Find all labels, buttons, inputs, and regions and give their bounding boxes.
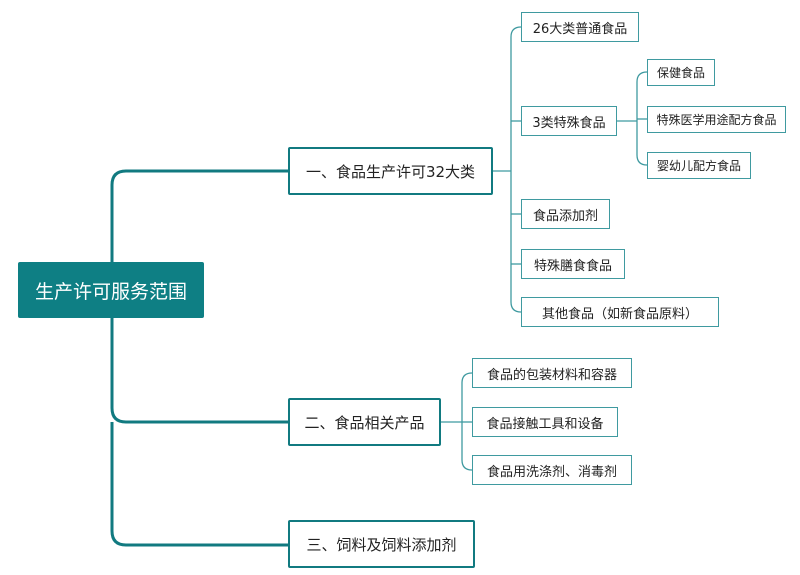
branch-food-production-license: 一、食品生产许可32大类 xyxy=(288,147,493,195)
node-medical-formula-food: 特殊医学用途配方食品 xyxy=(647,106,786,133)
sub-connectors xyxy=(441,26,648,471)
node-infant-formula-food: 婴幼儿配方食品 xyxy=(647,152,751,179)
branch-food-related-products: 二、食品相关产品 xyxy=(288,398,441,446)
node-packaging-materials: 食品的包装材料和容器 xyxy=(472,358,632,388)
main-connectors xyxy=(110,169,288,547)
connector-root-branch-1 xyxy=(110,169,288,262)
connector-root-branch-3 xyxy=(110,422,288,547)
connector-b1-vertical xyxy=(510,26,522,313)
connector-root-branch-2 xyxy=(110,318,288,424)
node-food-additives: 食品添加剂 xyxy=(521,199,610,229)
branch-feed-and-additives: 三、饲料及饲料添加剂 xyxy=(288,520,475,568)
node-special-food: 3类特殊食品 xyxy=(521,106,617,136)
node-health-food: 保健食品 xyxy=(647,59,715,86)
node-special-dietary-food: 特殊膳食食品 xyxy=(521,249,625,279)
node-ordinary-food: 26大类普通食品 xyxy=(521,12,639,42)
node-detergents-disinfectants: 食品用洗涤剂、消毒剂 xyxy=(472,455,632,485)
root-node: 生产许可服务范围 xyxy=(18,262,204,318)
node-contact-tools-equipment: 食品接触工具和设备 xyxy=(472,407,618,437)
node-other-food: 其他食品（如新食品原料） xyxy=(521,297,719,327)
